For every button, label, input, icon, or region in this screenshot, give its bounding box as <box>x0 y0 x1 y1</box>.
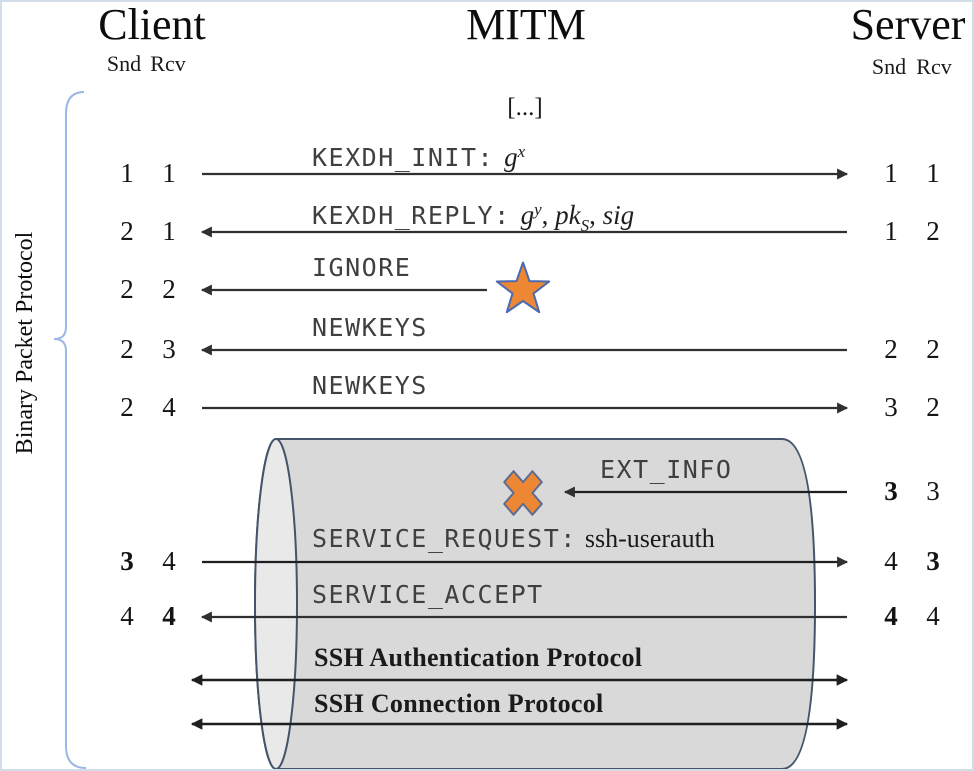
server-rcv-column-header: Rcv <box>916 54 952 79</box>
server-rcv-counter: 3 <box>926 476 940 506</box>
ignore-label: IGNORE <box>312 253 412 282</box>
server-rcv-counter: 2 <box>926 334 940 364</box>
ssh-auth-protocol-label: SSH Authentication Protocol <box>314 643 643 672</box>
server-rcv-counter: 3 <box>926 546 940 576</box>
elided-messages-ellipsis: [...] <box>507 94 543 121</box>
newkeys-2-label: NEWKEYS <box>312 371 428 400</box>
server-rcv-counter: 2 <box>926 216 940 246</box>
client-rcv-counter: 1 <box>162 158 176 188</box>
server-snd-counter: 4 <box>884 546 898 576</box>
encrypted-tunnel-cylinder <box>253 438 817 769</box>
server-rcv-counter: 4 <box>926 601 940 631</box>
server-snd-counter: 1 <box>884 158 898 188</box>
cross-icon <box>503 470 543 516</box>
server-rcv-counter: 2 <box>926 392 940 422</box>
kexdh-init-label: KEXDH_INIT:gx <box>312 142 526 172</box>
client-rcv-counter: 3 <box>162 334 176 364</box>
client-snd-counter: 3 <box>120 546 134 576</box>
client-snd-counter: 2 <box>120 392 134 422</box>
client-rcv-column-header: Rcv <box>150 51 186 76</box>
client-snd-column-header: Snd <box>106 51 142 76</box>
client-rcv-counter: 4 <box>162 601 176 631</box>
ext-info-label: EXT_INFO <box>600 455 733 484</box>
mitm-header: MITM <box>466 0 586 49</box>
service-request-label: SERVICE_REQUEST:ssh-userauth <box>312 524 715 553</box>
client-snd-counter: 2 <box>120 334 134 364</box>
client-rcv-counter: 1 <box>162 216 176 246</box>
binary-packet-protocol-brace <box>53 91 87 769</box>
client-rcv-counter: 4 <box>162 392 176 422</box>
star-icon <box>495 261 551 314</box>
client-snd-counter: 4 <box>120 601 134 631</box>
kexdh-reply-label: KEXDH_REPLY:gy, pkS, sig <box>312 200 635 235</box>
server-snd-column-header: Snd <box>871 54 907 79</box>
newkeys-1-label: NEWKEYS <box>312 313 428 342</box>
server-snd-counter: 2 <box>884 334 898 364</box>
client-header: Client <box>98 0 206 49</box>
client-rcv-counter: 2 <box>162 274 176 304</box>
cylinder-cap-ellipse <box>254 438 298 769</box>
client-snd-counter: 1 <box>120 158 134 188</box>
server-snd-counter: 3 <box>884 392 898 422</box>
client-rcv-counter: 4 <box>162 546 176 576</box>
server-snd-counter: 1 <box>884 216 898 246</box>
server-snd-counter: 4 <box>884 601 898 631</box>
client-snd-counter: 2 <box>120 216 134 246</box>
ssh-conn-protocol-label: SSH Connection Protocol <box>314 689 604 718</box>
server-header: Server <box>850 0 966 49</box>
server-snd-counter: 3 <box>884 476 898 506</box>
client-snd-counter: 2 <box>120 274 134 304</box>
service-accept-label: SERVICE_ACCEPT <box>312 580 544 609</box>
server-rcv-counter: 1 <box>926 158 940 188</box>
binary-packet-protocol-label: Binary Packet Protocol <box>12 231 38 455</box>
